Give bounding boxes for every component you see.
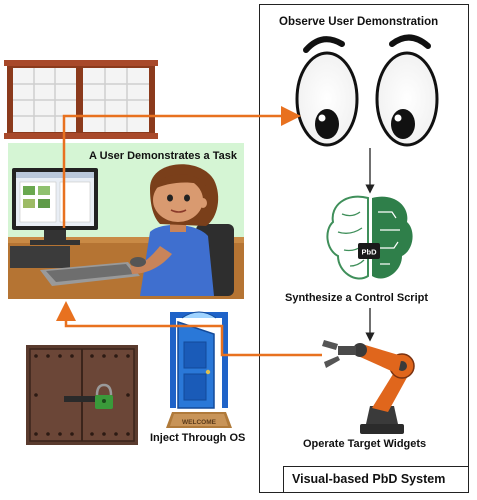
doormat-label: WELCOME xyxy=(182,419,217,426)
system-title: Visual-based PbD System xyxy=(292,472,446,486)
operate-label: Operate Target Widgets xyxy=(303,438,427,450)
inject-label: Inject Through OS xyxy=(150,432,246,444)
brain-chip-icon xyxy=(326,195,413,280)
user-at-computer xyxy=(8,164,244,299)
window-icon xyxy=(4,60,158,139)
synthesize-label: Synthesize a Control Script xyxy=(285,292,429,304)
observing-eyes-icon xyxy=(295,34,439,147)
locked-vault-icon xyxy=(26,345,138,445)
brain-chip-label: PbD xyxy=(362,248,378,257)
open-door-icon xyxy=(170,311,228,409)
arrow-operate-to-inject xyxy=(56,301,322,357)
system-title-box: Visual-based PbD System xyxy=(283,466,469,493)
arrow-demo-to-observe xyxy=(62,106,301,228)
welcome-doormat xyxy=(166,412,232,428)
demonstrate-label: A User Demonstrates a Task xyxy=(89,150,237,162)
robot-arm-icon xyxy=(322,340,415,434)
observe-label: Observe User Demonstration xyxy=(279,16,439,28)
